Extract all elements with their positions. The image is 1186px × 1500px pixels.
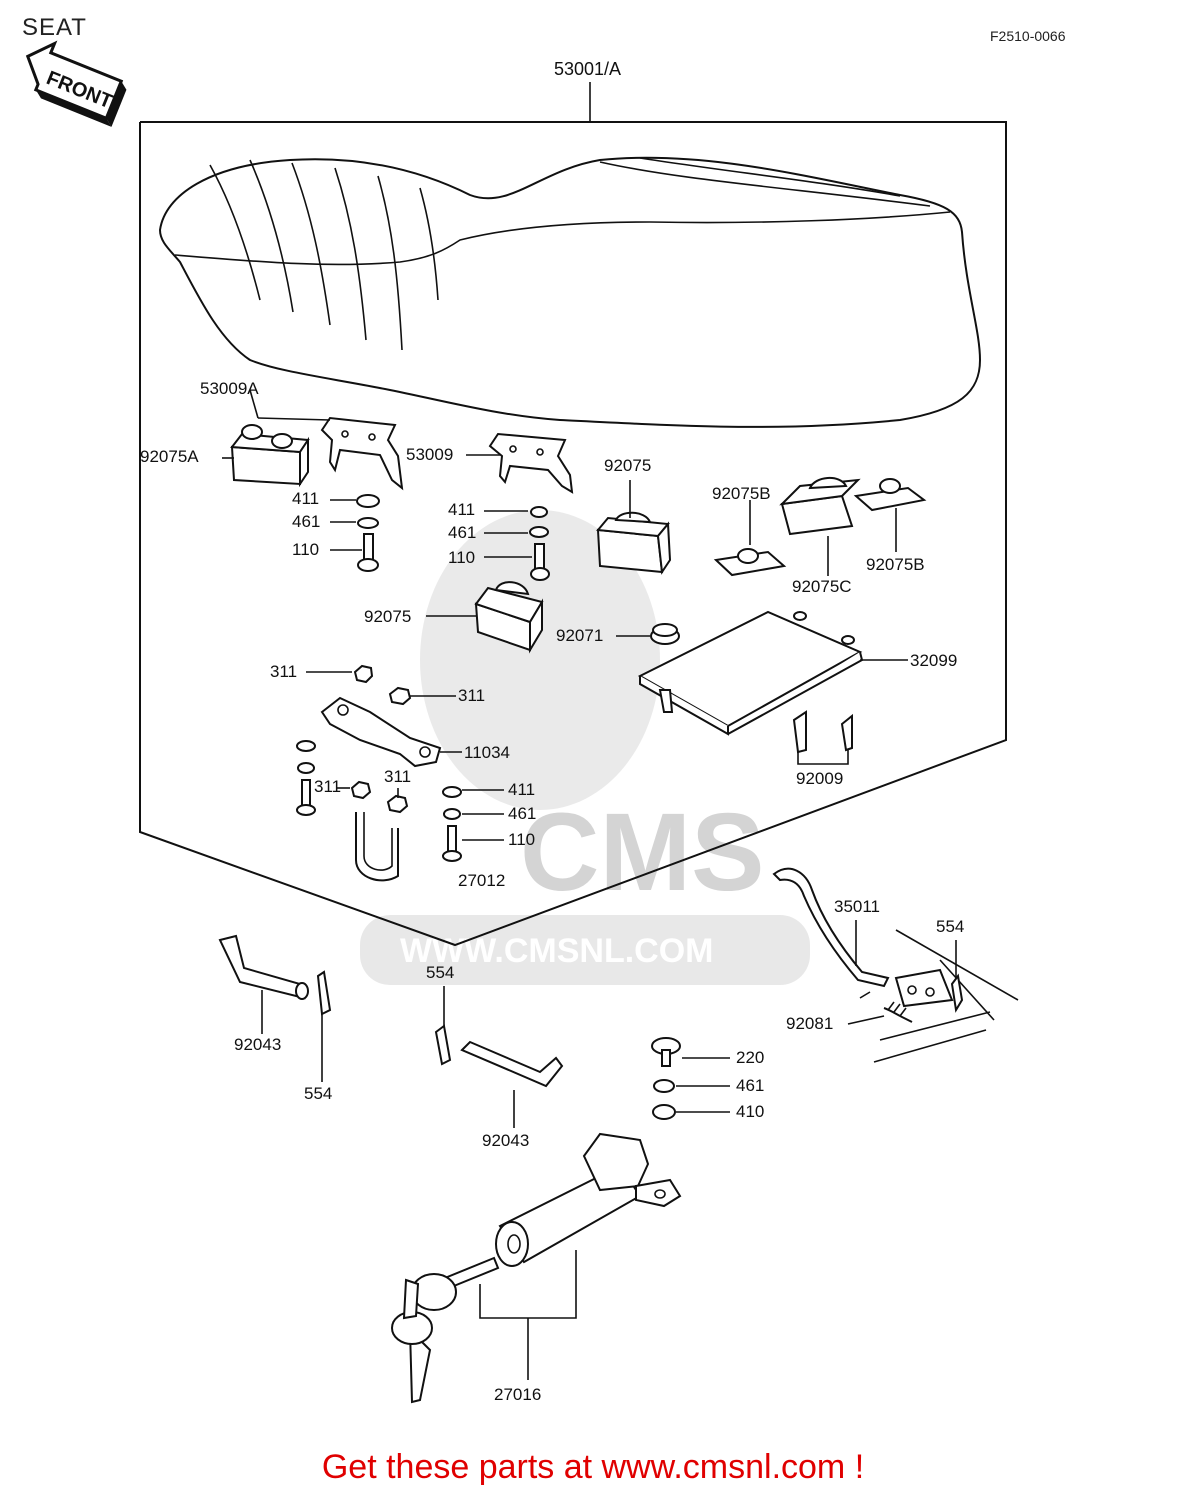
bolt-110-right-icon [442, 825, 462, 862]
screw-220-icon [651, 1037, 681, 1067]
diagram-code: F2510-0066 [990, 28, 1066, 44]
label-461-right: 461 [508, 804, 537, 823]
ignition-lock-27016-icon [495, 1132, 682, 1267]
assembly-frame [139, 121, 1007, 947]
plate-11034-icon [320, 696, 442, 768]
label-35011: 35011 [834, 897, 881, 916]
pin-92043-center-icon [460, 1040, 564, 1088]
bolt-92009-icon [792, 710, 853, 754]
label-554-right: 554 [936, 917, 965, 936]
label-27016: 27016 [494, 1385, 542, 1404]
label-110-mid: 110 [448, 548, 476, 567]
nut-311-right-icon [388, 686, 412, 706]
washer-411-mid-icon [530, 506, 548, 518]
label-53009: 53009 [406, 445, 454, 464]
label-110-left: 110 [292, 540, 320, 559]
nut-311-lower-right-icon [386, 794, 409, 814]
spring-92081-icon [859, 991, 913, 1023]
label-92075-center: 92075 [364, 607, 412, 626]
damper-92075b-left-icon [713, 548, 787, 577]
label-27012: 27012 [458, 871, 506, 890]
label-311-right: 311 [458, 686, 486, 705]
label-411-mid: 411 [448, 500, 476, 519]
lockwasher-461-left-icon [357, 517, 379, 529]
label-110-right: 110 [508, 830, 536, 849]
leader-lines [222, 389, 957, 1380]
label-554-left: 554 [304, 1084, 333, 1103]
damper-92075a-icon [230, 424, 310, 488]
watermark: CMS WWW.CMSNL.COM [360, 510, 810, 985]
lockwasher-461-mid-icon [529, 526, 549, 538]
label-92043-center: 92043 [482, 1131, 530, 1150]
watermark-mascot-icon [420, 510, 660, 810]
washer-stack-left-icon [296, 740, 316, 816]
label-53009a: 53009A [200, 379, 259, 398]
label-311-top: 311 [270, 662, 298, 681]
label-411-right: 411 [508, 780, 536, 799]
label-461-bottom: 461 [736, 1076, 765, 1095]
label-411-left: 411 [292, 489, 320, 508]
tray-32099-icon [637, 610, 864, 736]
pin-92043-left-icon [218, 934, 309, 1000]
damper-92075-right-icon [596, 511, 672, 575]
label-461-mid: 461 [448, 523, 477, 542]
watermark-url-band [360, 915, 810, 985]
bolt-110-left-icon [357, 533, 379, 572]
bolt-110-mid-icon [530, 543, 550, 581]
label-220: 220 [736, 1048, 765, 1067]
label-92071: 92071 [556, 626, 604, 645]
ubolt-27012-icon [355, 812, 399, 882]
nut-311-lower-left-icon [350, 780, 372, 800]
washer-410-icon [652, 1104, 676, 1120]
footer-link-text[interactable]: Get these parts at www.cmsnl.com ! [321, 1448, 865, 1486]
label-32099: 32099 [910, 651, 958, 670]
key-icon [391, 1256, 500, 1404]
lockwasher-461-right-icon [443, 808, 461, 820]
label-410: 410 [736, 1102, 765, 1121]
diagram-title: SEAT [22, 14, 87, 41]
watermark-brand: CMS [520, 791, 764, 914]
washer-411-right-icon [442, 786, 462, 798]
bracket-53009-icon [488, 432, 574, 494]
front-arrow-icon: FRONT [25, 40, 127, 127]
damper-92075b-right-icon [853, 478, 927, 512]
label-92009: 92009 [796, 769, 844, 788]
frame-section-icon [873, 929, 1019, 1063]
label-311-lower-left: 311 [314, 777, 342, 796]
damper-92075c-icon [779, 477, 861, 536]
label-11034: 11034 [464, 743, 511, 762]
clip-554-left-icon [316, 970, 332, 1016]
cable-35011-icon [772, 867, 890, 988]
damper-92075-center-icon [474, 581, 544, 654]
clip-554-center-icon [434, 1024, 452, 1066]
label-92075b-left: 92075B [712, 484, 771, 503]
label-53001a: 53001/A [554, 59, 622, 79]
bracket-53009a-icon [320, 416, 404, 491]
label-92043-left: 92043 [234, 1035, 282, 1054]
grommet-92071-icon [650, 623, 680, 645]
nut-311-top-icon [353, 664, 374, 684]
seat-icon [158, 156, 982, 428]
label-311-lower-right: 311 [384, 767, 412, 786]
label-554-center: 554 [426, 963, 455, 982]
washer-411-left-icon [356, 494, 380, 508]
label-92075a: 92075A [140, 447, 199, 466]
lockwasher-461-bottom-icon [653, 1079, 675, 1093]
label-92081: 92081 [786, 1014, 834, 1033]
label-92075c: 92075C [792, 577, 852, 596]
label-461-left: 461 [292, 512, 321, 531]
watermark-url: WWW.CMSNL.COM [400, 932, 714, 970]
label-92075b-right: 92075B [866, 555, 925, 574]
clip-554-right-icon [950, 973, 964, 1013]
label-92075-right: 92075 [604, 456, 652, 475]
